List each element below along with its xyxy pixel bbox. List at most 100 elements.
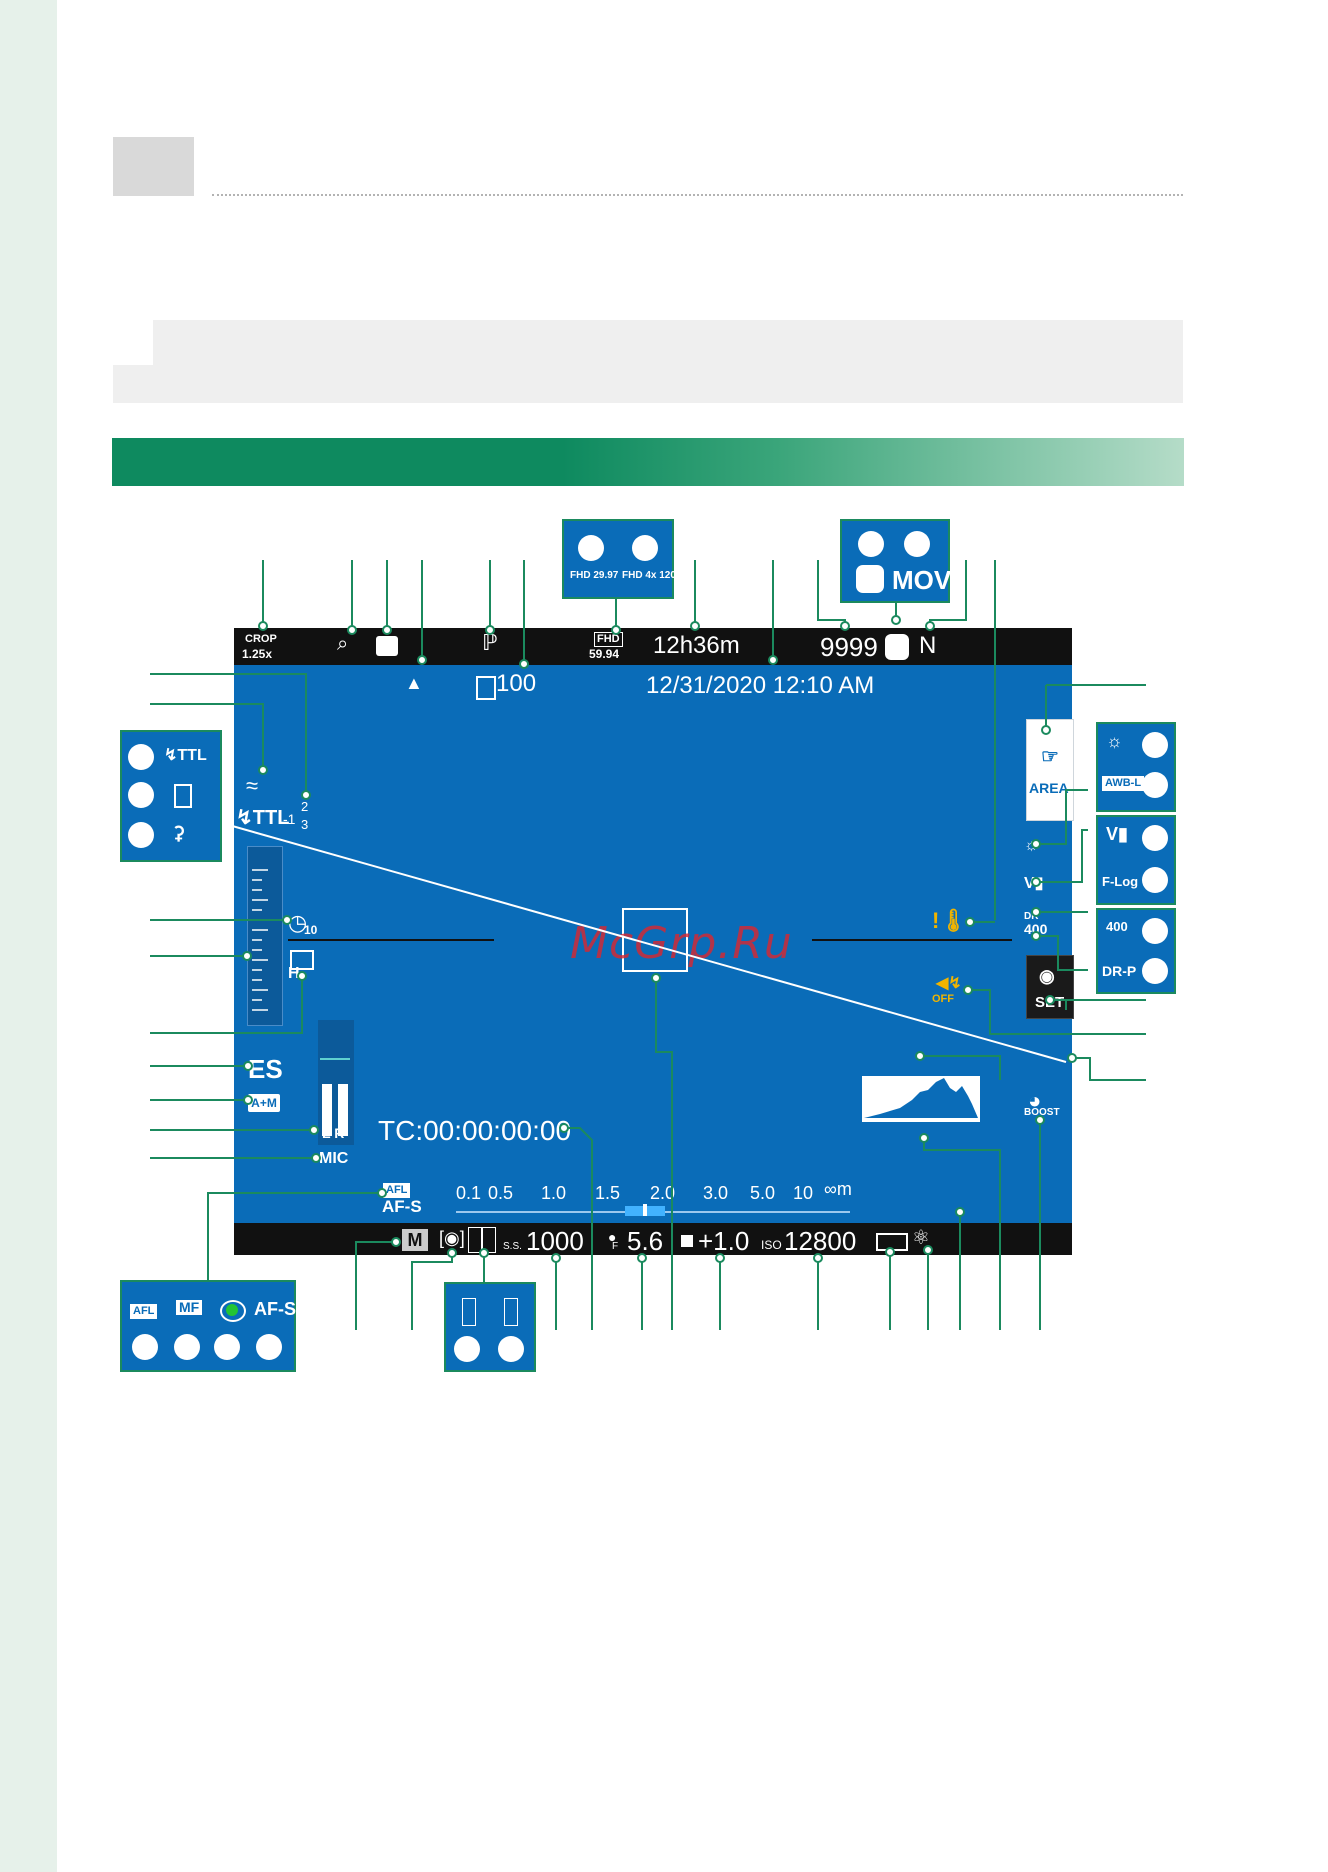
distance-tick: 3.0 (703, 1183, 729, 1203)
callout-marker (214, 1334, 240, 1360)
flog-option: F-Log (1102, 874, 1139, 889)
timecode: TC:00:00:00:00 (378, 1115, 572, 1146)
flash-frac-den: 3 (301, 817, 309, 832)
left-margin-strip (0, 0, 57, 1872)
callout-marker (1142, 732, 1168, 758)
dr-callout: 400 DR-P (1096, 908, 1176, 994)
top-status-bar (234, 628, 1072, 665)
callout-marker (132, 1334, 158, 1360)
touch-hand-icon: ☞ (1041, 746, 1059, 768)
aperture-icon: ● (608, 1229, 617, 1245)
distance-tick: 0.5 (488, 1183, 514, 1203)
afl-option: AFL (130, 1304, 158, 1319)
shutter-speed: 1000 (526, 1226, 584, 1256)
focus-position-marker (643, 1204, 647, 1216)
dr-option: 400 (1106, 919, 1128, 934)
flash-mode: ↯TTL (236, 807, 290, 829)
film-callout: V▮ F-Log (1096, 815, 1176, 905)
f-label: F (612, 1241, 619, 1252)
distance-tick: ∞m (824, 1179, 852, 1199)
wb-icon: ☼ (1024, 837, 1039, 854)
iso-label: ISO (761, 1238, 782, 1252)
wb-option-icon: ☼ (1106, 731, 1123, 751)
shots-remaining: 9999 (820, 632, 878, 662)
distance-tick: 10 (793, 1183, 814, 1203)
lock-callout (444, 1282, 536, 1372)
section-header-bar (112, 438, 1184, 486)
distance-tick: 5.0 (750, 1183, 776, 1203)
af-lock-icon (482, 1227, 496, 1253)
mic-label: MIC (319, 1150, 349, 1167)
focus-check-icon: A+M (248, 1094, 280, 1112)
exposure-comp: +1.0 (698, 1226, 750, 1256)
shutter-icon (376, 636, 398, 656)
histogram (862, 1076, 980, 1122)
callout-marker (904, 531, 930, 557)
set-label: SET (1035, 994, 1065, 1011)
film-sim-icon: V▮ (1024, 875, 1044, 892)
fhd-callout: FHD 29.97 FHD 4x 120 (562, 519, 676, 599)
callout-marker (128, 782, 154, 808)
callout-marker (1142, 918, 1168, 944)
callout-marker (256, 1334, 282, 1360)
audio-peak-line (320, 1058, 350, 1060)
awb-option: AWB-L (1102, 776, 1145, 791)
frame-counter: 100 (496, 670, 537, 697)
temperature-warning-icon: !🌡 (932, 908, 968, 933)
distance-tick: 2.0 (650, 1183, 676, 1203)
distance-tick: 0.1 (456, 1183, 482, 1203)
movie-camera-icon: ◉ (1039, 966, 1055, 986)
callout-marker (128, 822, 154, 848)
distance-tick: 1.0 (541, 1183, 567, 1203)
callout-marker (632, 535, 658, 561)
silent-flash-icon: ◀↯ (936, 975, 962, 992)
audio-right-bar (338, 1084, 348, 1136)
callout-marker (1142, 825, 1168, 851)
ae-lock-icon (468, 1227, 482, 1253)
callout-marker (578, 535, 604, 561)
drp-option: DR-P (1102, 963, 1137, 979)
callout-marker (174, 1334, 200, 1360)
audio-left-bar (322, 1084, 332, 1136)
focus-indicator-icon (220, 1300, 246, 1322)
fhd-option-1: FHD 29.97 (570, 570, 619, 581)
afs-option: AF-S (254, 1299, 296, 1319)
callout-marker (1142, 772, 1168, 798)
zoom-magnifier-icon: ⌕ (337, 633, 349, 655)
shake-warning-icon: ≈ (246, 773, 259, 798)
audio-channels: L R (322, 1125, 345, 1141)
distance-tick: 1.5 (595, 1183, 621, 1203)
aperture: 5.6 (627, 1226, 664, 1256)
date-time: 12/31/2020 12:10 AM (646, 672, 875, 699)
image-quality: N (919, 632, 937, 659)
fhd-badge: FHD (594, 632, 623, 647)
frame-rate: 59.94 (589, 647, 620, 661)
quality-L-icon (856, 565, 884, 593)
mf-option: MF (176, 1300, 203, 1315)
exposure-indicator (247, 846, 283, 1026)
exposure-mode-badge: M (402, 1229, 428, 1251)
ss-label: S.S. (503, 1241, 522, 1252)
note-box (113, 320, 1183, 403)
focus-mode-callout: AFL MF AF-S (120, 1280, 296, 1372)
silent-off-label: OFF (932, 993, 954, 1005)
area-label: AREA (1029, 780, 1069, 796)
metering-icon: [◉] (439, 1228, 465, 1248)
movie-quality-callout: MOV (840, 519, 951, 603)
shutter-type: ES (248, 1054, 283, 1084)
horizon-left (288, 939, 494, 941)
callout-marker (1142, 958, 1168, 984)
wb-callout: ☼ AWB-L (1096, 722, 1176, 812)
flash-comp: -1 (283, 811, 296, 827)
horizon-right (812, 939, 1012, 941)
bluetooth-icon: ℙ (482, 630, 498, 655)
dr-value: 400 (1024, 921, 1048, 937)
image-size-icon (885, 634, 909, 660)
flash-ttl-icon: ↯TTL (164, 747, 207, 764)
dotted-rule (212, 194, 1183, 196)
exp-comp-icon (681, 1235, 693, 1247)
note-tab (113, 320, 153, 365)
af-mode: AF-S (382, 1197, 422, 1216)
af-lock-option-icon (504, 1298, 518, 1326)
film-option-icon: V▮ (1106, 824, 1128, 844)
